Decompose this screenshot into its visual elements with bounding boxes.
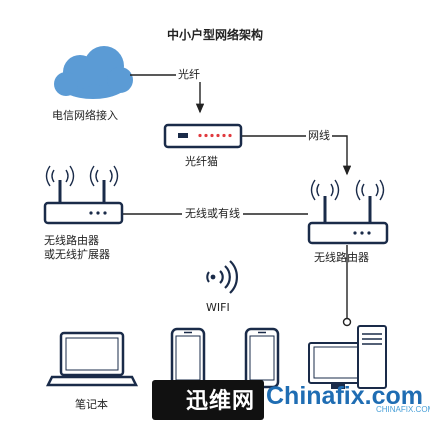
laptop-label: 笔记本 (75, 398, 108, 411)
phone-icon-2 (244, 327, 280, 389)
router-label: 无线路由器 (314, 251, 369, 264)
extender-router-device (43, 165, 124, 225)
phone-icon-1 (170, 327, 206, 389)
watermark-box (152, 380, 264, 420)
cloud-icon (54, 46, 133, 99)
watermark-brand-small: CHINAFIX.COM.CN (376, 405, 430, 414)
wifi-icon (206, 260, 238, 294)
watermark-brand-cn: 迅维网 (186, 389, 256, 414)
edge-isp-modem-label: 光纤 (176, 68, 202, 82)
main-router-device (307, 179, 389, 245)
edge-modem-router (241, 135, 352, 176)
edge-router-extender-label: 无线或有线 (182, 207, 243, 221)
watermark-brand-en: Chinafix.com (266, 382, 423, 410)
wifi-label: WIFI (206, 301, 230, 314)
isp-label: 电信网络接入 (52, 109, 118, 122)
modem-device (163, 123, 243, 149)
edge-modem-router-label: 网线 (306, 129, 332, 143)
diagram-title: 中小户型网络架构 (166, 28, 263, 42)
laptop-icon (45, 331, 139, 387)
desktop-computer-icon (308, 325, 387, 389)
modem-label: 光纤猫 (185, 155, 218, 168)
extender-label: 无线路由器 或无线扩展器 (44, 234, 110, 261)
